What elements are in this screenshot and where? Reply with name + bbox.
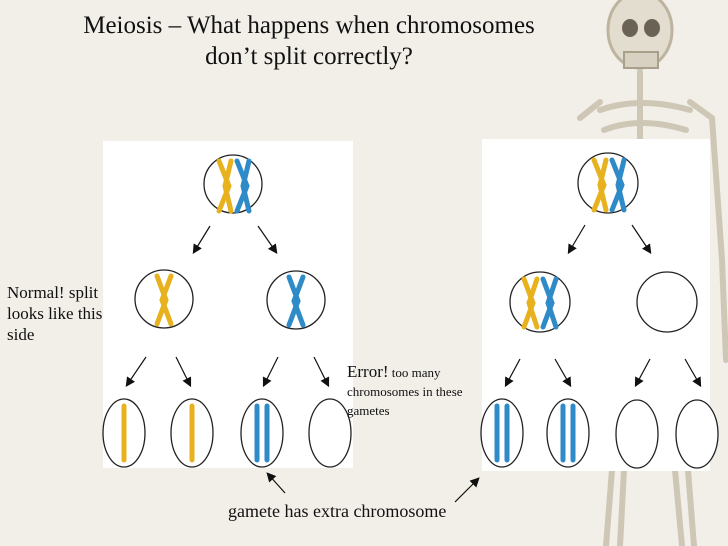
- arrow-icon: [313, 356, 330, 388]
- arrow-icon: [262, 356, 279, 388]
- error-gamete-2: [546, 398, 590, 468]
- bottom-caption: gamete has extra chromosome: [228, 501, 447, 521]
- error-note: Error! too many chromosomes in these gam…: [347, 362, 487, 420]
- error-gamete-empty-2: [675, 399, 719, 469]
- error-label: Error!: [347, 362, 389, 381]
- arrow-icon: [125, 356, 147, 387]
- arrow-icon: [257, 225, 278, 254]
- arrow-icon: [684, 358, 702, 388]
- arrow-icon: [192, 225, 211, 255]
- arrow-icon: [631, 224, 652, 254]
- arrow-icon: [454, 477, 480, 503]
- error-parent-cell: [577, 152, 639, 214]
- extra-chromosome-gamete: [240, 398, 284, 468]
- arrow-icon: [567, 224, 586, 255]
- error-gamete-1: [480, 398, 524, 468]
- title-line-1: Meiosis – What happens when chromosomes: [83, 12, 535, 39]
- slide-title: Meiosis – What happens when chromosomes …: [14, 10, 604, 72]
- normal-daughter-cell-yellow: [134, 269, 194, 329]
- title-line-2: don’t split correctly?: [205, 43, 413, 70]
- normal-gamete-1: [102, 398, 146, 468]
- error-detail: too many chromosomes in these gametes: [347, 365, 463, 418]
- error-daughter-cell-empty: [636, 271, 698, 333]
- error-daughter-cell-both: [509, 271, 571, 333]
- arrow-icon: [634, 358, 651, 388]
- normal-daughter-cell-blue: [266, 270, 326, 330]
- arrow-icon: [266, 472, 286, 494]
- arrow-icon: [504, 358, 521, 388]
- normal-note: Normal! split looks like this side: [7, 283, 103, 344]
- arrow-icon: [175, 356, 192, 388]
- normal-gamete-2: [170, 398, 214, 468]
- empty-gamete: [308, 398, 352, 468]
- error-gamete-empty-1: [615, 399, 659, 469]
- arrow-icon: [554, 358, 572, 388]
- normal-parent-cell: [203, 154, 263, 214]
